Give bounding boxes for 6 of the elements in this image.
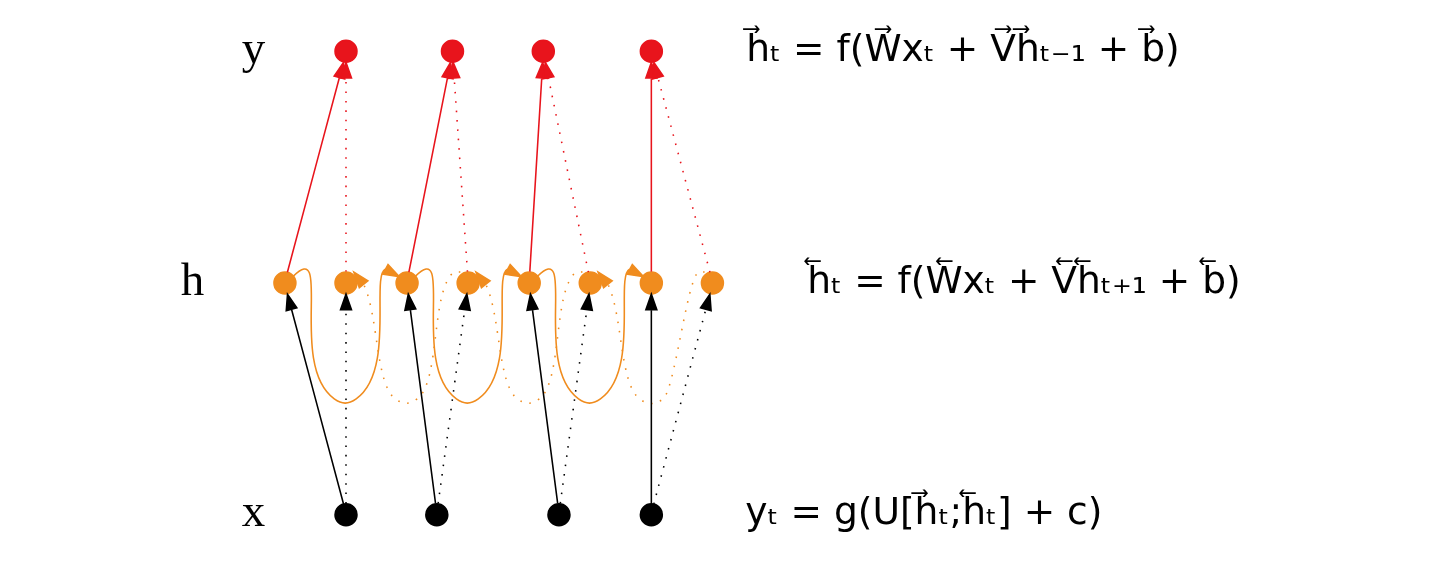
- label: h⃗ₜ = f(W⃗xₜ + V⃗h⃗ₜ₋₁ + b⃗): [745, 25, 1180, 70]
- label: x: [241, 484, 265, 537]
- label: y: [241, 21, 265, 73]
- label: h⃖ₜ = f(W⃖xₜ + V⃖h⃖ₜ₊₁ + b⃖): [806, 257, 1241, 302]
- label: yₜ = g(U[h⃗ₜ;h⃖ₜ] + c): [744, 489, 1102, 534]
- label: h: [180, 252, 204, 305]
